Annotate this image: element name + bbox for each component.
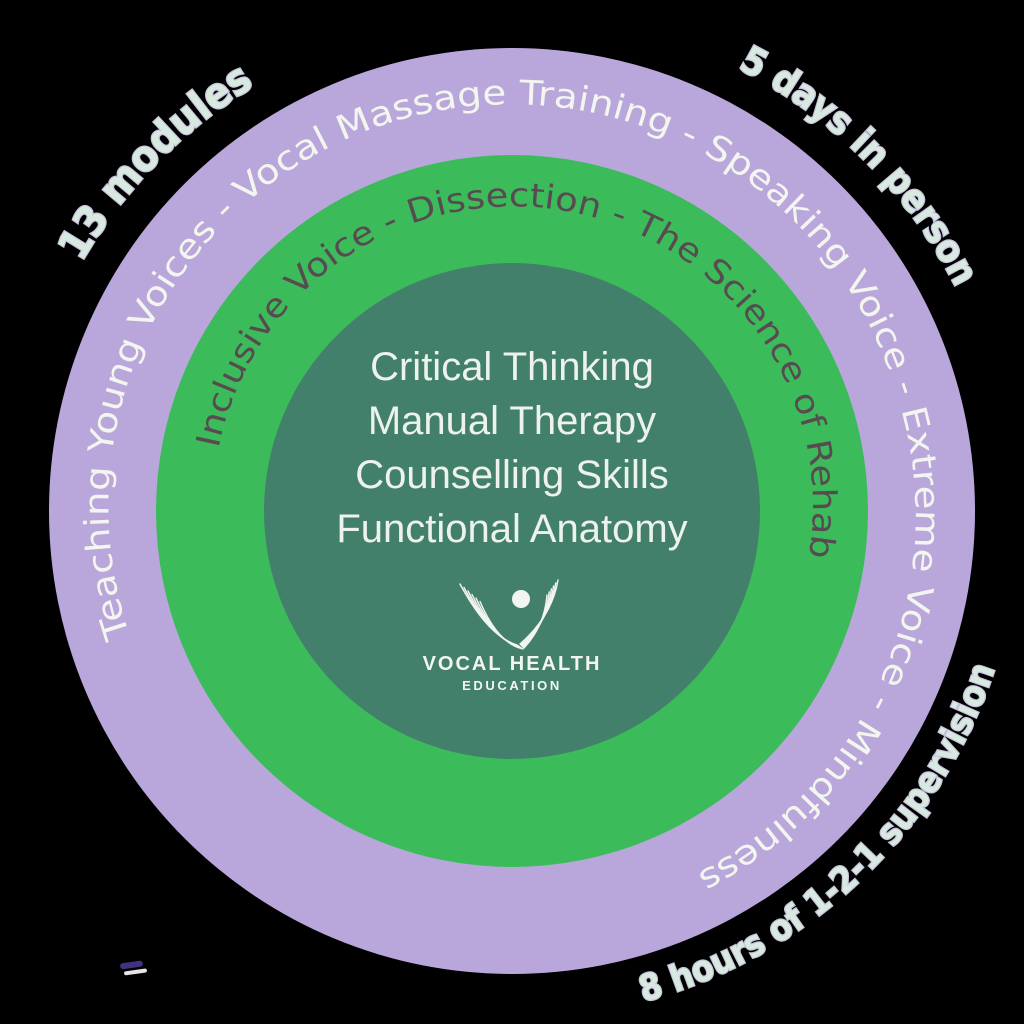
vocal-health-logo-mark bbox=[459, 579, 559, 650]
center-line-1: Critical Thinking bbox=[370, 345, 654, 389]
center-line-4: Functional Anatomy bbox=[336, 507, 687, 551]
logo-dot bbox=[512, 590, 530, 608]
center-line-2: Manual Therapy bbox=[368, 399, 656, 443]
artifact-mark bbox=[120, 960, 147, 976]
center-line-3: Counselling Skills bbox=[355, 453, 668, 497]
center-circle bbox=[264, 263, 760, 759]
logo-wordmark-line2: EDUCATION bbox=[462, 678, 562, 693]
logo-wordmark-line1: VOCAL HEALTH bbox=[423, 653, 602, 675]
